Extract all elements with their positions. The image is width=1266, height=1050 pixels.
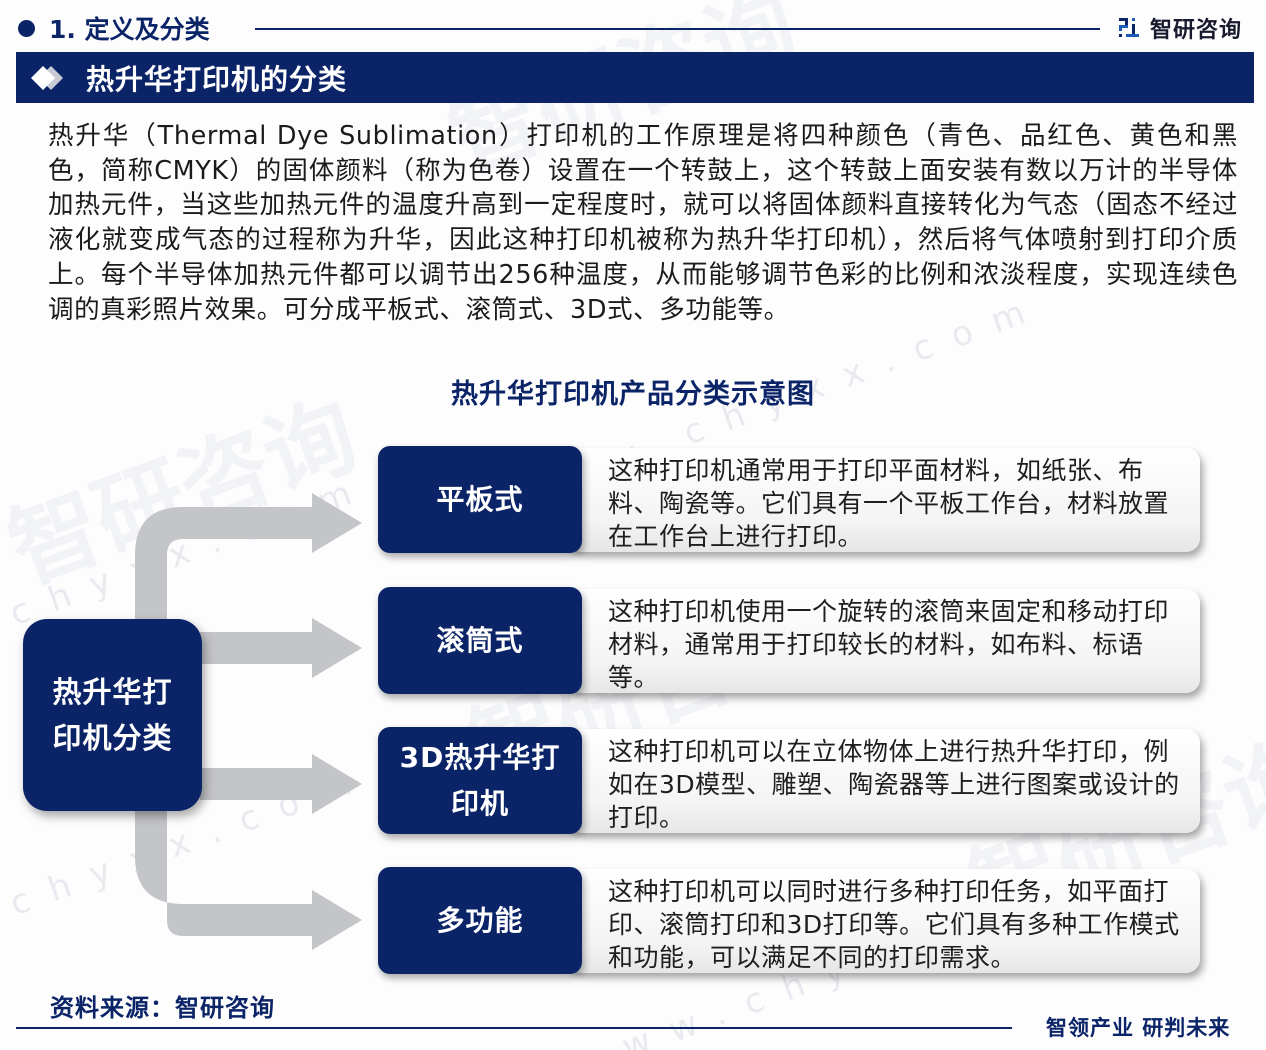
- diagram-title: 热升华打印机产品分类示意图: [451, 379, 815, 410]
- category-label: 多功能: [436, 903, 524, 937]
- category-label-box: 3D热升华打印机: [378, 727, 582, 834]
- root-label: 热升华打印机分类: [52, 675, 173, 755]
- brand: 智研咨询: [1118, 12, 1242, 44]
- category-label: 平板式: [436, 482, 524, 516]
- banner-title: 热升华打印机的分类: [86, 62, 348, 96]
- footer-divider: [16, 1027, 1012, 1029]
- category-row-flatbed: 这种打印机通常用于打印平面材料，如纸张、布料、陶瓷等。它们具有一个平板工作台，材…: [378, 446, 1204, 553]
- source-note: 资料来源：智研咨询: [50, 994, 275, 1022]
- double-diamond-icon: [31, 65, 63, 90]
- category-label-box: 平板式: [378, 446, 582, 553]
- category-label-box: 多功能: [378, 867, 582, 974]
- slogan: 智领产业 研判未来: [1046, 1016, 1231, 1040]
- watermark: chyxx.com: [4, 465, 378, 635]
- category-row-drum: 这种打印机使用一个旋转的滚筒来固定和移动打印材料，通常用于打印较长的材料，如布料…: [378, 587, 1204, 694]
- intro-paragraph: 热升华（Thermal Dye Sublimation）打印机的工作原理是将四种…: [48, 121, 1238, 325]
- category-description: 这种打印机可以在立体物体上进行热升华打印，例如在3D模型、雕塑、陶瓷器等上进行图…: [568, 729, 1200, 833]
- title-banner: 热升华打印机的分类: [16, 52, 1254, 103]
- category-label: 3D热升华打印机: [399, 740, 561, 820]
- section-header: 1. 定义及分类: [18, 8, 210, 48]
- bullet-dot-icon: [18, 19, 35, 37]
- category-label: 滚筒式: [436, 623, 524, 657]
- category-row-multifunction: 这种打印机可以同时进行多种打印任务，如平面打印、滚筒打印和3D打印等。它们具有多…: [378, 867, 1204, 974]
- header-divider: [255, 28, 1100, 30]
- category-label-box: 滚筒式: [378, 587, 582, 694]
- section-title: 1. 定义及分类: [49, 15, 210, 44]
- root-node: 热升华打印机分类: [23, 619, 202, 811]
- category-description: 这种打印机使用一个旋转的滚筒来固定和移动打印材料，通常用于打印较长的材料，如布料…: [568, 589, 1200, 693]
- category-description: 这种打印机通常用于打印平面材料，如纸张、布料、陶瓷等。它们具有一个平板工作台，材…: [568, 448, 1200, 552]
- brand-name: 智研咨询: [1149, 18, 1242, 43]
- zhiyan-logo-icon: [1118, 18, 1139, 37]
- category-description: 这种打印机可以同时进行多种打印任务，如平面打印、滚筒打印和3D打印等。它们具有多…: [568, 869, 1200, 973]
- category-row-3d: 这种打印机可以在立体物体上进行热升华打印，例如在3D模型、雕塑、陶瓷器等上进行图…: [378, 727, 1204, 834]
